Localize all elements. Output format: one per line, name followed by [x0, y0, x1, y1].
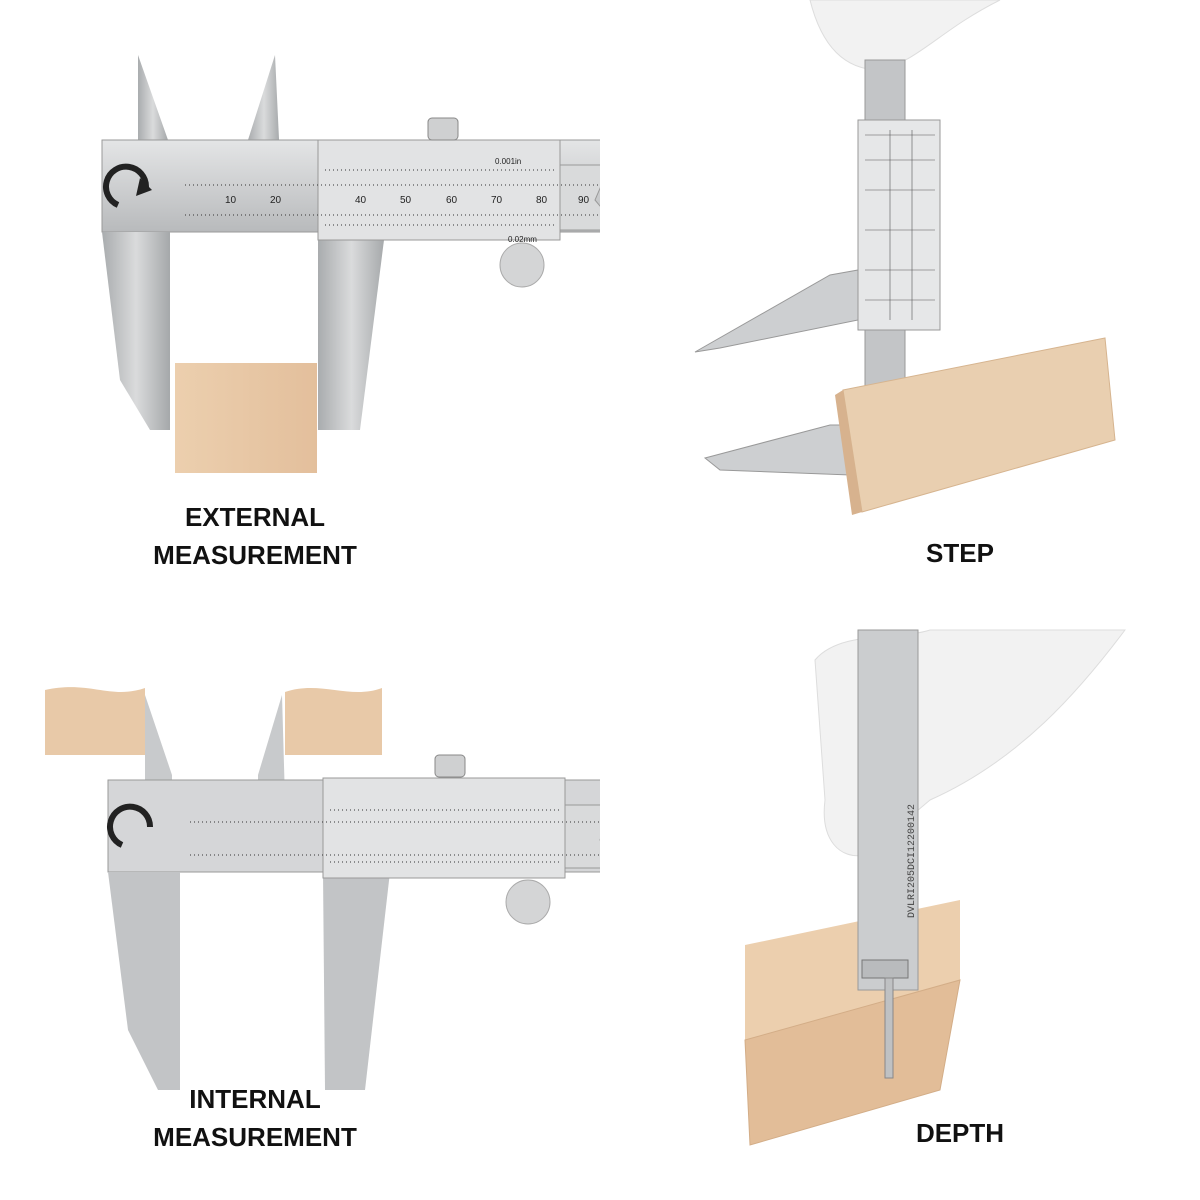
step-panel: STEP: [600, 0, 1200, 600]
label-line: DEPTH: [915, 1118, 1005, 1148]
scale-label: 20: [270, 195, 282, 206]
inch-resolution-label: 0.001in: [495, 157, 521, 166]
scale-label: 10: [225, 195, 237, 206]
label-line: MEASUREMENT: [153, 1122, 357, 1152]
label-line: MEASUREMENT: [153, 540, 357, 570]
scale-label: 40: [355, 195, 367, 206]
scale-label: 90: [578, 195, 590, 206]
scale-label: 60: [446, 195, 458, 206]
label-line: EXTERNAL: [184, 502, 326, 532]
mm-resolution-label: 0.02mm: [508, 235, 537, 244]
caliper-depth-image: DVLRI205DCI12200142: [744, 629, 1127, 1146]
label-line: INTERNAL: [189, 1084, 321, 1114]
label-line: STEP: [926, 538, 994, 568]
internal-measurement-panel: INTERNAL MEASUREMENT: [0, 600, 600, 1200]
serial-number: DVLRI205DCI12200142: [907, 804, 918, 918]
external-measurement-label: EXTERNAL MEASUREMENT: [100, 498, 410, 574]
internal-measurement-label: INTERNAL MEASUREMENT: [100, 1080, 410, 1156]
caliper-internal-image: [45, 687, 600, 1090]
depth-panel: DVLRI205DCI12200142 DEPTH: [600, 600, 1200, 1200]
scale-label: 50: [400, 195, 412, 206]
depth-label: DEPTH: [860, 1114, 1060, 1152]
scale-label: 80: [536, 195, 548, 206]
step-label: STEP: [860, 534, 1060, 572]
scale-label: 70: [491, 195, 503, 206]
caliper-step-image: [694, 0, 1116, 515]
external-measurement-panel: 10 20 40 50 60 70 80 90 0.001in 0.02mm E…: [0, 0, 600, 600]
caliper-external-image: 10 20 40 50 60 70 80 90 0.001in 0.02mm: [101, 55, 600, 473]
